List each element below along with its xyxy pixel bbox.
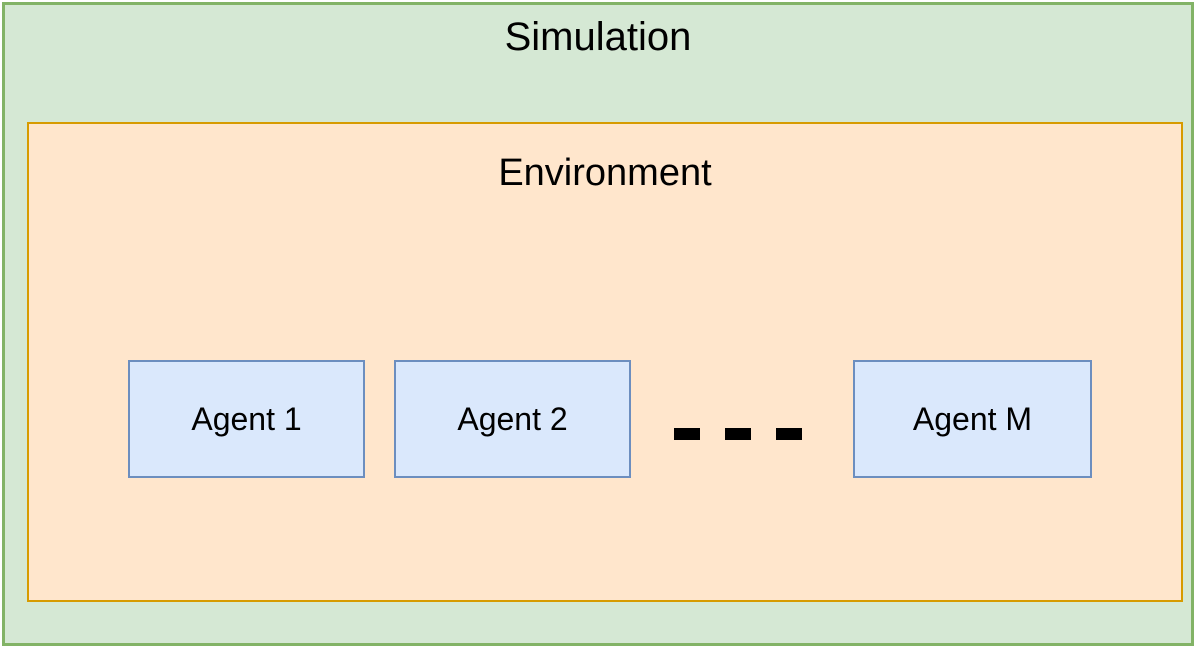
horizontal-ellipsis-icon [674, 428, 802, 442]
ellipsis-dash-1 [674, 428, 700, 440]
agent-box-2[interactable]: Agent 2 [394, 360, 631, 478]
agent-box-1[interactable]: Agent 1 [128, 360, 365, 478]
agent-box-m[interactable]: Agent M [853, 360, 1092, 478]
agent-label-2: Agent 2 [457, 401, 568, 437]
environment-title: Environment [498, 152, 712, 194]
environment-container[interactable]: Environment Agent 1 Agent 2 Agent M [27, 122, 1183, 602]
agent-label-1: Agent 1 [191, 401, 302, 437]
simulation-title: Simulation [504, 15, 692, 59]
ellipsis-dash-2 [725, 428, 751, 440]
ellipsis-dash-3 [776, 428, 802, 440]
agent-label-m: Agent M [912, 401, 1033, 437]
